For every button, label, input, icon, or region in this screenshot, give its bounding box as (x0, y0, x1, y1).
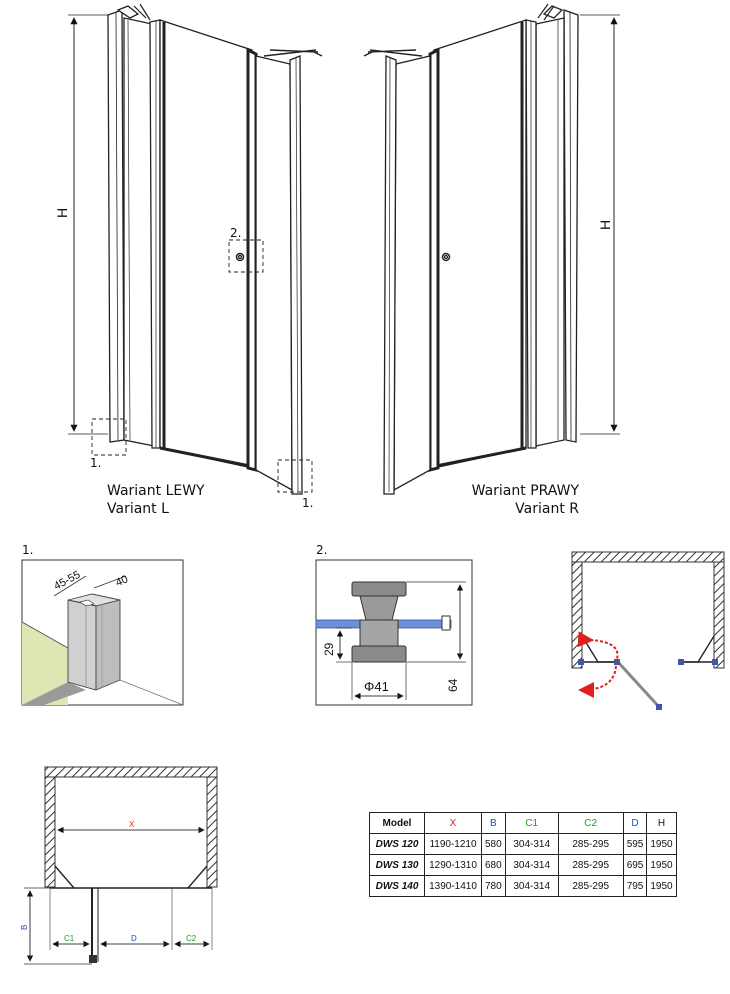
cell-c1: 304-314 (504, 833, 559, 855)
right-variant-drawing (363, 3, 620, 495)
plan-d-label: D (131, 934, 137, 943)
variant-left-line2: Variant L (107, 501, 169, 517)
detail-2-label: 2. (316, 543, 328, 557)
callout-label-1-right: 1. (302, 496, 314, 510)
height-label-left: H (54, 207, 70, 218)
cell-x: 1190-1210 (424, 833, 482, 855)
left-variant-drawing (68, 3, 323, 495)
detail-2-dim-64: 64 (446, 678, 460, 692)
header-d: D (622, 812, 648, 834)
plan-x-label: X (129, 820, 135, 829)
cell-d: 795 (622, 875, 648, 897)
cell-b: 780 (481, 875, 506, 897)
cell-model: DWS 140 (369, 875, 425, 897)
callout-box-2 (228, 239, 264, 273)
detail-2-drawing (315, 559, 473, 706)
detail-1-drawing (21, 559, 184, 706)
table-row: DWS 140 1390-1410 780 304-314 285-295 79… (369, 875, 677, 897)
variant-right-label: Wariant PRAWY Variant R (466, 482, 579, 518)
cell-model: DWS 130 (369, 854, 425, 876)
header-h: H (646, 812, 677, 834)
height-label-right: H (597, 219, 613, 230)
cell-x: 1390-1410 (424, 875, 482, 897)
cell-x: 1290-1310 (424, 854, 482, 876)
plan-c2-label: C2 (186, 934, 197, 943)
cell-h: 1950 (646, 833, 677, 855)
header-model: Model (369, 812, 425, 834)
dimension-plan-drawing (24, 766, 218, 965)
header-c2: C2 (557, 812, 624, 834)
variant-left-label: Wariant LEWY Variant L (107, 482, 205, 518)
callout-label-1: 1. (90, 456, 102, 470)
detail-2-dim-29: 29 (322, 642, 336, 656)
table-row: DWS 120 1190-1210 580 304-314 285-295 59… (369, 833, 677, 855)
detail-1-label: 1. (22, 543, 34, 557)
header-c1: C1 (504, 812, 559, 834)
table-header-row: Model X B C1 C2 D H (369, 812, 677, 834)
variant-left-line1: Wariant LEWY (107, 483, 205, 499)
cell-b: 680 (481, 854, 506, 876)
cell-b: 580 (481, 833, 506, 855)
variant-right-line1: Wariant PRAWY (471, 483, 579, 499)
cell-c2: 285-295 (557, 833, 624, 855)
detail-2-diameter: Φ41 (364, 679, 389, 694)
cell-model: DWS 120 (369, 833, 425, 855)
cell-c2: 285-295 (557, 875, 624, 897)
cell-h: 1950 (646, 875, 677, 897)
plan-c1-label: C1 (64, 934, 75, 943)
cell-d: 695 (622, 854, 648, 876)
cell-c1: 304-314 (504, 875, 559, 897)
cell-d: 595 (622, 833, 648, 855)
plan-b-label: B (20, 924, 29, 930)
cell-c2: 285-295 (557, 854, 624, 876)
callout-box-1-right (277, 459, 313, 493)
variant-right-line2: Variant R (515, 501, 579, 517)
cell-h: 1950 (646, 854, 677, 876)
table-row: DWS 130 1290-1310 680 304-314 285-295 69… (369, 854, 677, 876)
callout-box-1 (91, 418, 127, 456)
cell-c1: 304-314 (504, 854, 559, 876)
opening-plan-drawing (571, 551, 725, 710)
dimensions-table: Model X B C1 C2 D H DWS 120 1190-1210 58… (369, 812, 677, 897)
callout-label-2: 2. (230, 226, 242, 240)
header-b: B (481, 812, 506, 834)
header-x: X (424, 812, 482, 834)
